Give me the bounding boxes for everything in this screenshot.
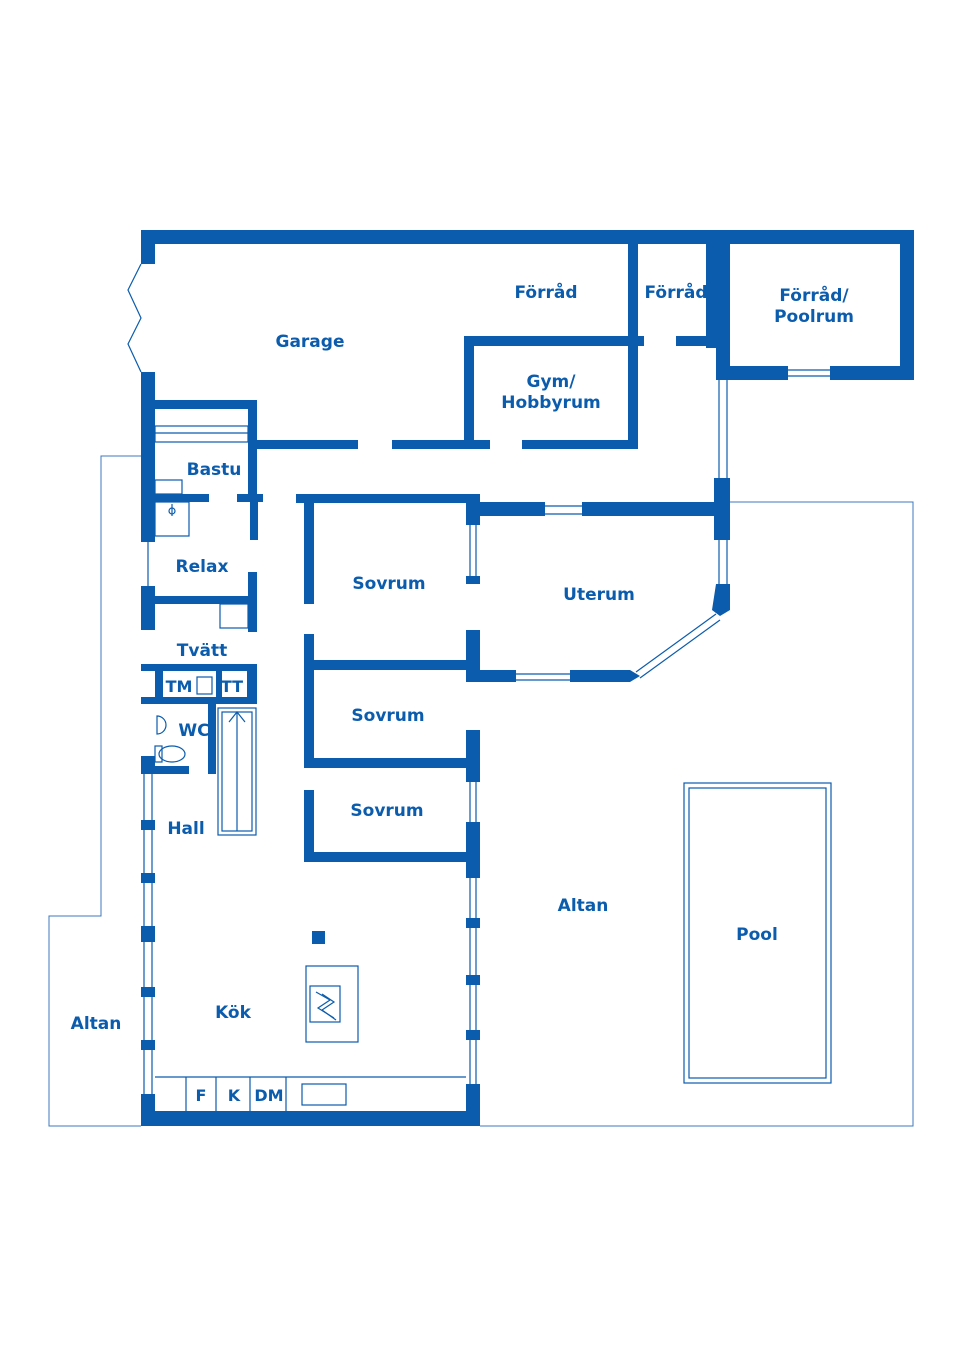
label-tvatt: Tvätt <box>177 641 227 661</box>
terrace-outlines <box>48 455 914 1127</box>
windows <box>127 263 830 1094</box>
label-uterum: Uterum <box>563 585 635 605</box>
label-sovrum-3: Sovrum <box>350 801 423 821</box>
label-tm: TM <box>166 677 193 696</box>
label-sovrum-1: Sovrum <box>352 574 425 594</box>
label-forrad-poolrum-line1: Förråd/ <box>779 284 849 306</box>
label-forrad-1: Förråd <box>514 281 577 303</box>
label-forrad-poolrum-line2: Poolrum <box>774 307 854 327</box>
label-appliance-f: F <box>196 1086 207 1105</box>
fixtures <box>154 425 466 1111</box>
label-gym-line2: Hobbyrum <box>501 393 601 413</box>
label-tt: TT <box>221 677 243 696</box>
interior-walls <box>141 230 730 862</box>
label-appliance-dm: DM <box>254 1086 283 1105</box>
label-pool: Pool <box>736 925 778 945</box>
room-labels: Garage Förråd Förråd Förråd/ Poolrum Gym… <box>71 281 854 1105</box>
label-bastu: Bastu <box>187 460 242 480</box>
label-altan-west: Altan <box>71 1014 122 1034</box>
label-appliance-k: K <box>228 1086 241 1105</box>
label-sovrum-2: Sovrum <box>351 706 424 726</box>
label-garage: Garage <box>276 332 345 352</box>
label-hall: Hall <box>167 819 204 839</box>
label-relax: Relax <box>176 557 229 577</box>
label-gym-line1: Gym/ <box>527 372 577 392</box>
label-forrad-2: Förråd <box>644 281 707 303</box>
label-wc: WC <box>178 721 209 741</box>
pool-outline <box>683 782 832 1084</box>
label-kok: Kök <box>215 1003 252 1023</box>
exterior-walls <box>141 230 914 1126</box>
label-altan-east: Altan <box>558 896 609 916</box>
